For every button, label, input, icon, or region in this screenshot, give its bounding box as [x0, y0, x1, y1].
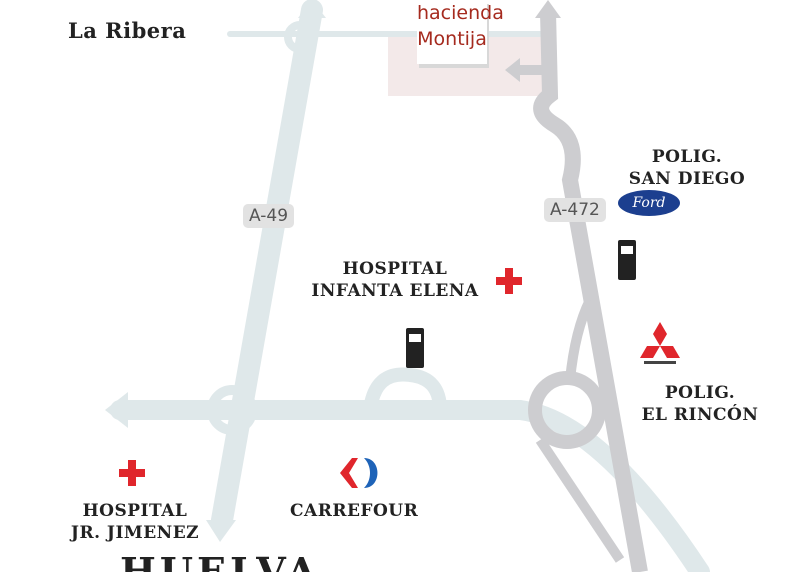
huelva-label: HUELVA [120, 549, 321, 572]
label-line: HOSPITAL [82, 501, 188, 521]
hospital-cross-icon [496, 268, 522, 294]
logo-line1: hacienda [417, 2, 504, 24]
label-line: JR. JIMENEZ [70, 523, 200, 543]
label-line: HOSPITAL [342, 259, 448, 279]
polig-el-rincon-label: POLIG. EL RINCÓN [630, 382, 770, 426]
hospital-cross-icon [119, 460, 145, 486]
hospital-jimenez-label: HOSPITAL JR. JIMENEZ [45, 500, 225, 544]
gas-station-icon [406, 328, 424, 368]
label-line: EL RINCÓN [641, 405, 759, 425]
label-line: SAN DIEGO [628, 169, 746, 189]
label-line: INFANTA ELENA [311, 281, 479, 301]
label-line: POLIG. [664, 383, 736, 403]
la-ribera-label: La Ribera [68, 18, 187, 43]
a472-road [533, 11, 648, 572]
gas-station-icon [618, 240, 636, 280]
south-arrow [206, 520, 236, 542]
logo-line2: Montija [417, 28, 487, 50]
a49-road [211, 0, 323, 531]
a49-shield: A-49 [243, 204, 295, 228]
label-line: POLIG. [651, 147, 723, 167]
ford-logo: Ford [618, 190, 680, 216]
hospital-infanta-label: HOSPITAL INFANTA ELENA [290, 258, 500, 302]
polig-san-diego-label: POLIG. SAN DIEGO [612, 146, 762, 190]
a472-shield: A-472 [544, 198, 606, 222]
carrefour-logo [340, 458, 378, 488]
carrefour-label: CARREFOUR [290, 501, 419, 521]
mitsubishi-logo [640, 322, 680, 364]
hacienda-montija-logo: hacienda Montija [417, 0, 504, 64]
west-arrow [105, 392, 128, 428]
